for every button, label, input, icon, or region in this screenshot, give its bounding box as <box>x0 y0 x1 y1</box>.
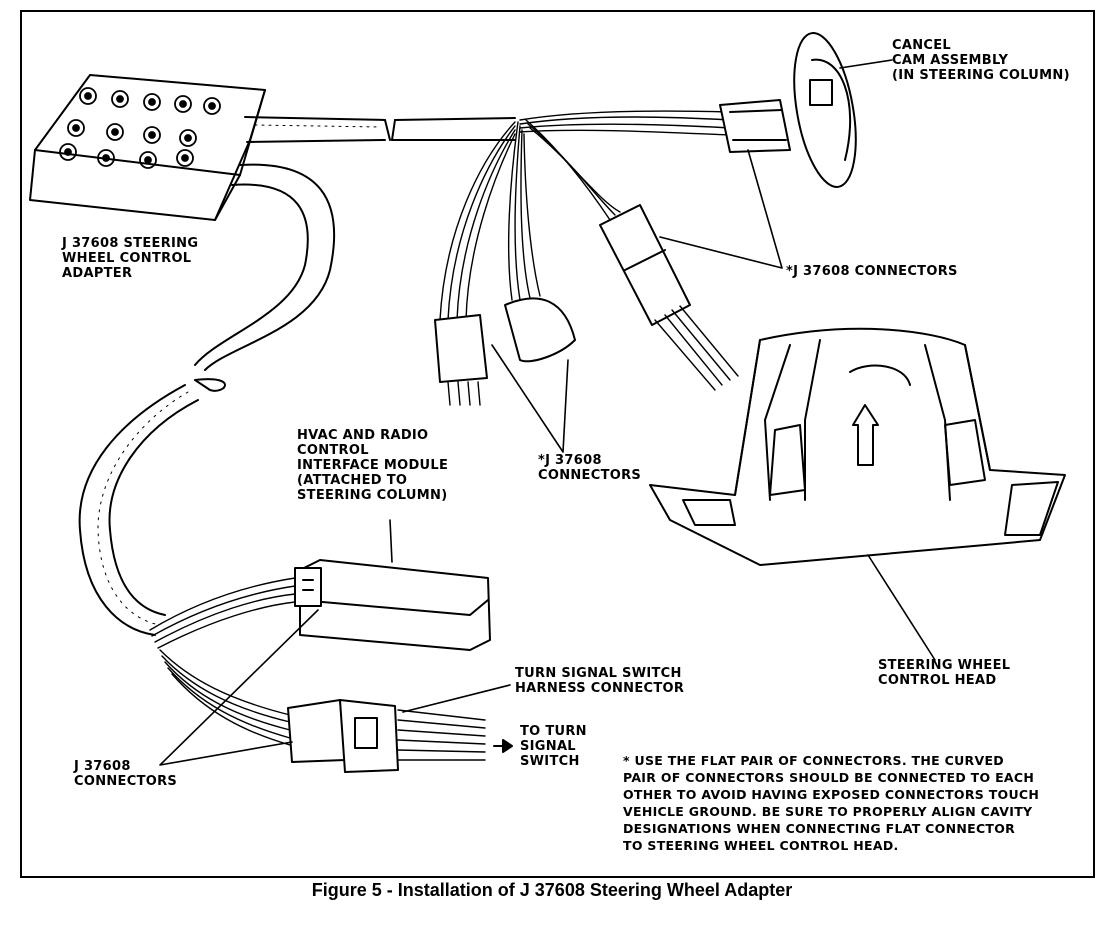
hvac-line-5: STEERING COLUMN) <box>297 488 448 503</box>
hvac-radio-module <box>294 559 491 651</box>
to-turn-line-3: SWITCH <box>520 754 580 769</box>
breakout-wires <box>439 110 731 321</box>
connectors-top-label: *J 37608 CONNECTORS <box>786 264 958 279</box>
control-head-line-2: CONTROL HEAD <box>878 673 997 688</box>
connectors-bottom-line-1: J 37608 <box>74 759 131 774</box>
turn-signal-connector <box>287 699 486 773</box>
diagram-frame <box>20 10 1095 878</box>
cancel-cam-line-3: (IN STEERING COLUMN) <box>892 68 1070 83</box>
connectors-bottom-line-2: CONNECTORS <box>74 774 178 789</box>
adapter-label: J 37608 STEERING WHEEL CONTROL ADAPTER <box>62 236 198 281</box>
note-line-1: * USE THE FLAT PAIR OF CONNECTORS. THE C… <box>623 753 1004 768</box>
adapter-line-2: WHEEL CONTROL <box>62 251 192 266</box>
note-line-2: PAIR OF CONNECTORS SHOULD BE CONNECTED T… <box>623 770 1035 785</box>
connectors-mid-line-2: CONNECTORS <box>538 468 642 483</box>
cancel-cam-line-2: CAM ASSEMBLY <box>892 53 1009 68</box>
to-turn-line-1: TO TURN <box>520 724 587 739</box>
leader-lines <box>159 59 936 766</box>
hvac-line-2: CONTROL <box>297 443 369 458</box>
hvac-line-4: (ATTACHED TO <box>297 473 408 488</box>
turn-signal-line-1: TURN SIGNAL SWITCH <box>515 666 682 681</box>
top-cable <box>244 116 516 143</box>
control-head-label: STEERING WHEEL CONTROL HEAD <box>878 658 1010 688</box>
to-turn-label: TO TURN SIGNAL SWITCH <box>520 724 587 769</box>
note-line-5: DESIGNATIONS WHEN CONNECTING FLAT CONNEC… <box>623 821 1016 836</box>
hvac-line-1: HVAC AND RADIO <box>297 428 429 443</box>
connectors-mid-line-1: *J 37608 <box>538 453 602 468</box>
middle-connectors <box>434 297 576 406</box>
to-turn-arrow <box>493 739 513 753</box>
lower-harness <box>149 577 296 746</box>
control-head-line-1: STEERING WHEEL <box>878 658 1011 673</box>
connectors-bottom-label: J 37608 CONNECTORS <box>74 759 177 789</box>
adapter-box <box>29 74 266 221</box>
adapter-line-1: J 37608 STEERING <box>62 236 199 251</box>
steering-wheel-control-head <box>649 327 1066 566</box>
hvac-line-3: INTERFACE MODULE <box>297 458 449 473</box>
connectors-mid-label: *J 37608 CONNECTORS <box>538 453 641 483</box>
long-cable <box>78 163 336 636</box>
note-line-3: OTHER TO AVOID HAVING EXPOSED CONNECTORS… <box>623 787 1040 802</box>
to-turn-line-2: SIGNAL <box>520 739 576 754</box>
adapter-line-3: ADAPTER <box>62 266 133 281</box>
installation-note: * USE THE FLAT PAIR OF CONNECTORS. THE C… <box>623 752 1039 854</box>
note-line-4: VEHICLE GROUND. BE SURE TO PROPERLY ALIG… <box>623 804 1033 819</box>
turn-signal-line-2: HARNESS CONNECTOR <box>515 681 685 696</box>
cancel-cam-line-1: CANCEL <box>892 38 951 53</box>
note-line-6: TO STEERING WHEEL CONTROL HEAD. <box>623 838 899 853</box>
flat-connectors-top <box>599 204 739 391</box>
cancel-cam-label: CANCEL CAM ASSEMBLY (IN STEERING COLUMN) <box>892 38 1070 83</box>
turn-signal-label: TURN SIGNAL SWITCH HARNESS CONNECTOR <box>515 666 684 696</box>
figure-caption: Figure 5 - Installation of J 37608 Steer… <box>311 880 793 900</box>
hvac-module-label: HVAC AND RADIO CONTROL INTERFACE MODULE … <box>297 428 448 503</box>
cancel-cam-assembly <box>719 32 857 188</box>
